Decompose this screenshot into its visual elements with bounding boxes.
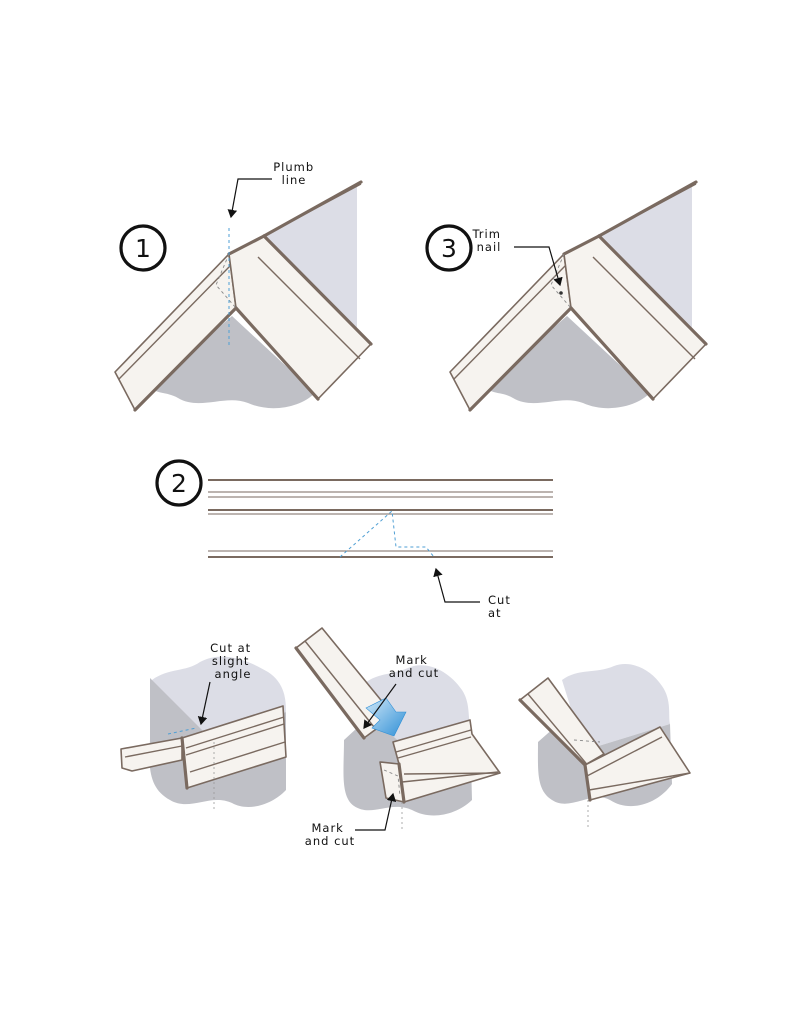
step-2-badge: 2: [155, 459, 203, 507]
step-2-board-top: [208, 479, 553, 515]
detail-b-label-top: Mark and cut: [389, 653, 439, 680]
step-1-badge: 1: [119, 224, 167, 272]
detail-a-panel: Cut at slight angle: [120, 641, 287, 810]
detail-c-wall: [562, 664, 670, 748]
step-3-panel: 3 Trim nail: [425, 180, 708, 412]
detail-a-return-board: [120, 737, 183, 772]
step-3-badge: 3: [425, 224, 473, 272]
step-2-panel: 2 Cut at: [155, 459, 553, 620]
step-3-leader: [514, 246, 563, 287]
step-2-leader: [433, 567, 480, 603]
step-2-number: 2: [171, 469, 187, 498]
step-3-nail: [559, 291, 563, 295]
detail-b-leader-top: [363, 683, 397, 729]
step-1-shadow: [150, 316, 315, 409]
step-3-number: 3: [441, 234, 457, 263]
step-1-number: 1: [135, 234, 151, 263]
detail-a-leader: [197, 681, 211, 726]
detail-a-label: Cut at slight angle: [210, 641, 256, 681]
step-2-label: Cut at: [488, 593, 515, 620]
detail-b-label-bottom: Mark and cut: [305, 821, 355, 848]
detail-c-panel: [518, 664, 691, 830]
step-3-label: Trim nail: [471, 227, 505, 254]
step-2-board-bottom: [208, 550, 553, 558]
detail-b-panel: Mark and cut Mark and cut: [294, 627, 501, 848]
step-1-panel: 1 Plumb line: [114, 160, 373, 412]
step-2-cut-marks: [339, 509, 435, 558]
step-1-leader: [227, 178, 272, 219]
step-3-shadow: [485, 316, 650, 409]
detail-b-cut-arrow: [365, 697, 407, 737]
step-1-label: Plumb line: [273, 160, 319, 187]
detail-b-leader-bottom: [355, 792, 397, 831]
